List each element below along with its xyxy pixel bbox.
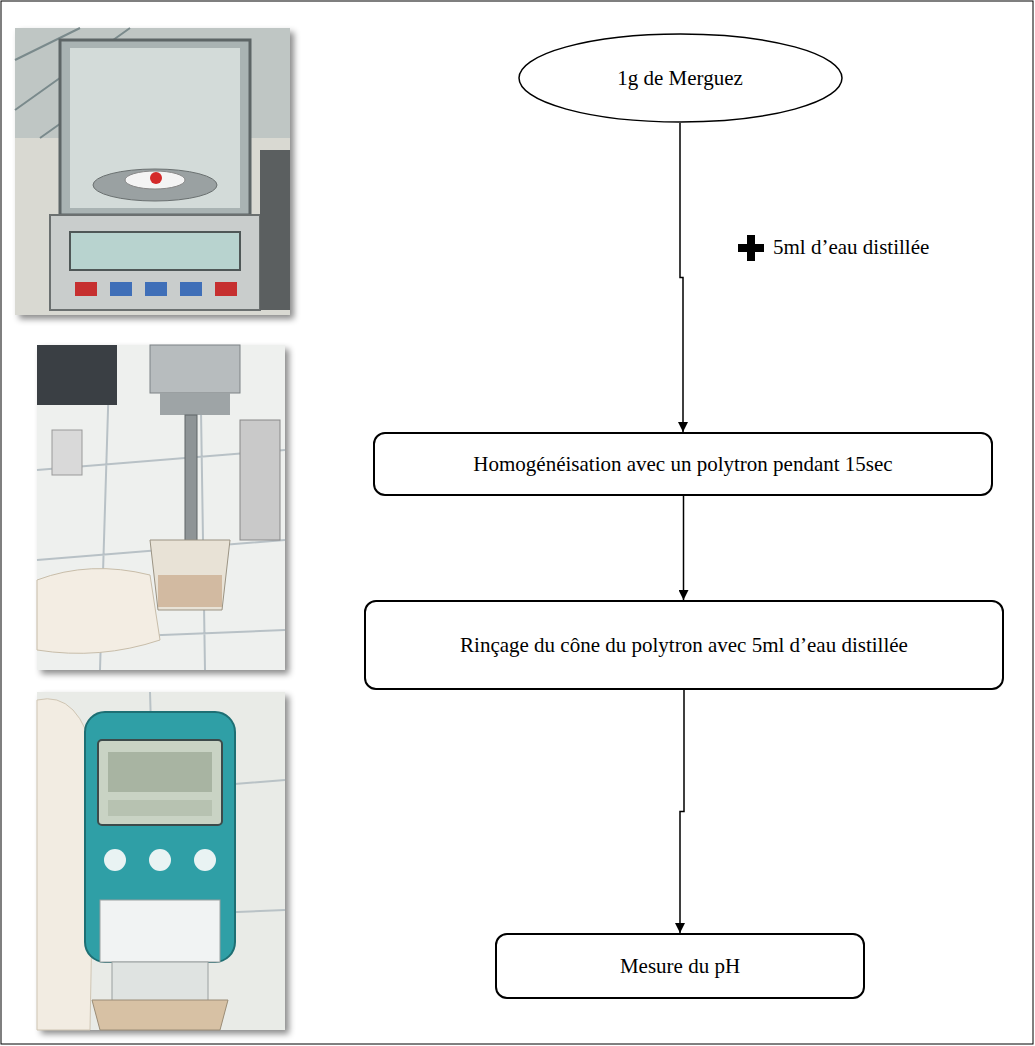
process-box: Homogénéisation avec un polytron pendant…	[373, 432, 993, 496]
node-text: Homogénéisation avec un polytron pendant…	[473, 449, 892, 479]
process-box: Rinçage du cône du polytron avec 5ml d’e…	[364, 600, 1004, 690]
flow-arrow	[683, 496, 685, 600]
flow-arrow	[680, 123, 683, 432]
process-box: Mesure du pH	[495, 933, 865, 999]
polytron-photo	[37, 345, 285, 670]
flow-arrow	[680, 690, 684, 933]
edge-label: 5ml d’eau distillée	[770, 234, 932, 261]
ph-meter-photo	[37, 692, 285, 1030]
start-ellipse: 1g de Merguez	[518, 33, 843, 123]
node-text: 1g de Merguez	[617, 63, 743, 93]
balance-photo	[15, 28, 290, 315]
node-text: Mesure du pH	[620, 951, 740, 981]
plus-symbol	[738, 235, 764, 261]
ellipse-outline	[519, 34, 842, 122]
node-text: Rinçage du cône du polytron avec 5ml d’e…	[460, 630, 908, 660]
